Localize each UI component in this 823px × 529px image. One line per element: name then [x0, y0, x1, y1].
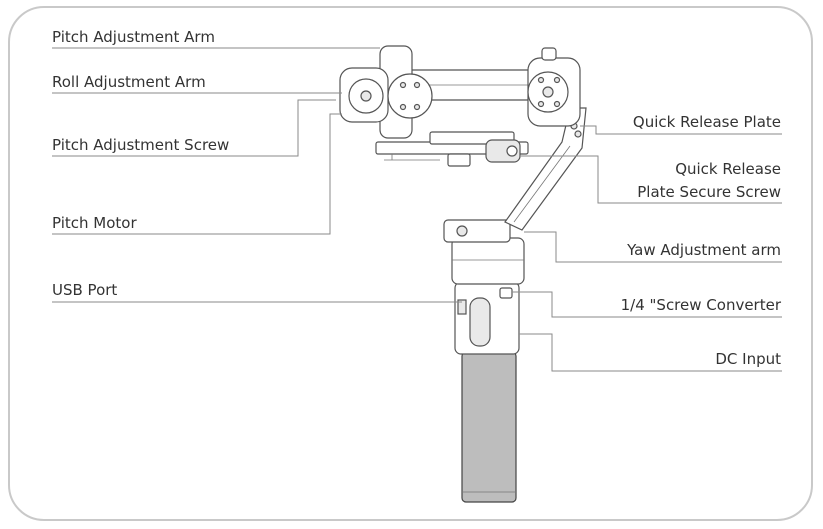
leader-pitch-adjustment-screw [52, 99, 336, 157]
label-yaw-adjustment-arm: Yaw Adjustment arm [627, 241, 781, 259]
leader-lines [52, 47, 782, 372]
label-roll-adjustment-arm: Roll Adjustment Arm [52, 73, 206, 91]
label-quick-release-plate: Quick Release Plate [632, 113, 781, 131]
yaw-motor [451, 237, 525, 285]
yaw-arm [504, 107, 587, 231]
label-screw-converter: 1/4 "Screw Converter [620, 296, 781, 314]
label-pitch-motor: Pitch Motor [52, 214, 137, 232]
leader-quick-release-plate [580, 125, 782, 135]
leader-yaw-adjustment-arm [524, 231, 782, 263]
leader-quick-release-plate-secure-screw [520, 155, 782, 204]
label-quick-release-plate-secure-screw-line1: Quick Release [675, 160, 781, 178]
yaw-motor-top [443, 219, 511, 243]
screw-converter-part [499, 287, 513, 299]
trigger-button [469, 297, 491, 347]
label-dc-input: DC Input [715, 350, 781, 368]
leader-dc-input [519, 333, 782, 372]
label-pitch-adjustment-screw: Pitch Adjustment Screw [52, 136, 230, 154]
gimbal-illustration [339, 45, 587, 503]
usb-port-part [457, 299, 467, 315]
label-usb-port: USB Port [52, 281, 118, 299]
handle [461, 351, 517, 503]
leader-pitch-motor [52, 113, 342, 235]
leader-screw-converter [512, 291, 782, 318]
label-quick-release-plate-secure-screw-line2: Plate Secure Screw [637, 183, 781, 201]
label-pitch-adjustment-arm: Pitch Adjustment Arm [52, 28, 215, 46]
